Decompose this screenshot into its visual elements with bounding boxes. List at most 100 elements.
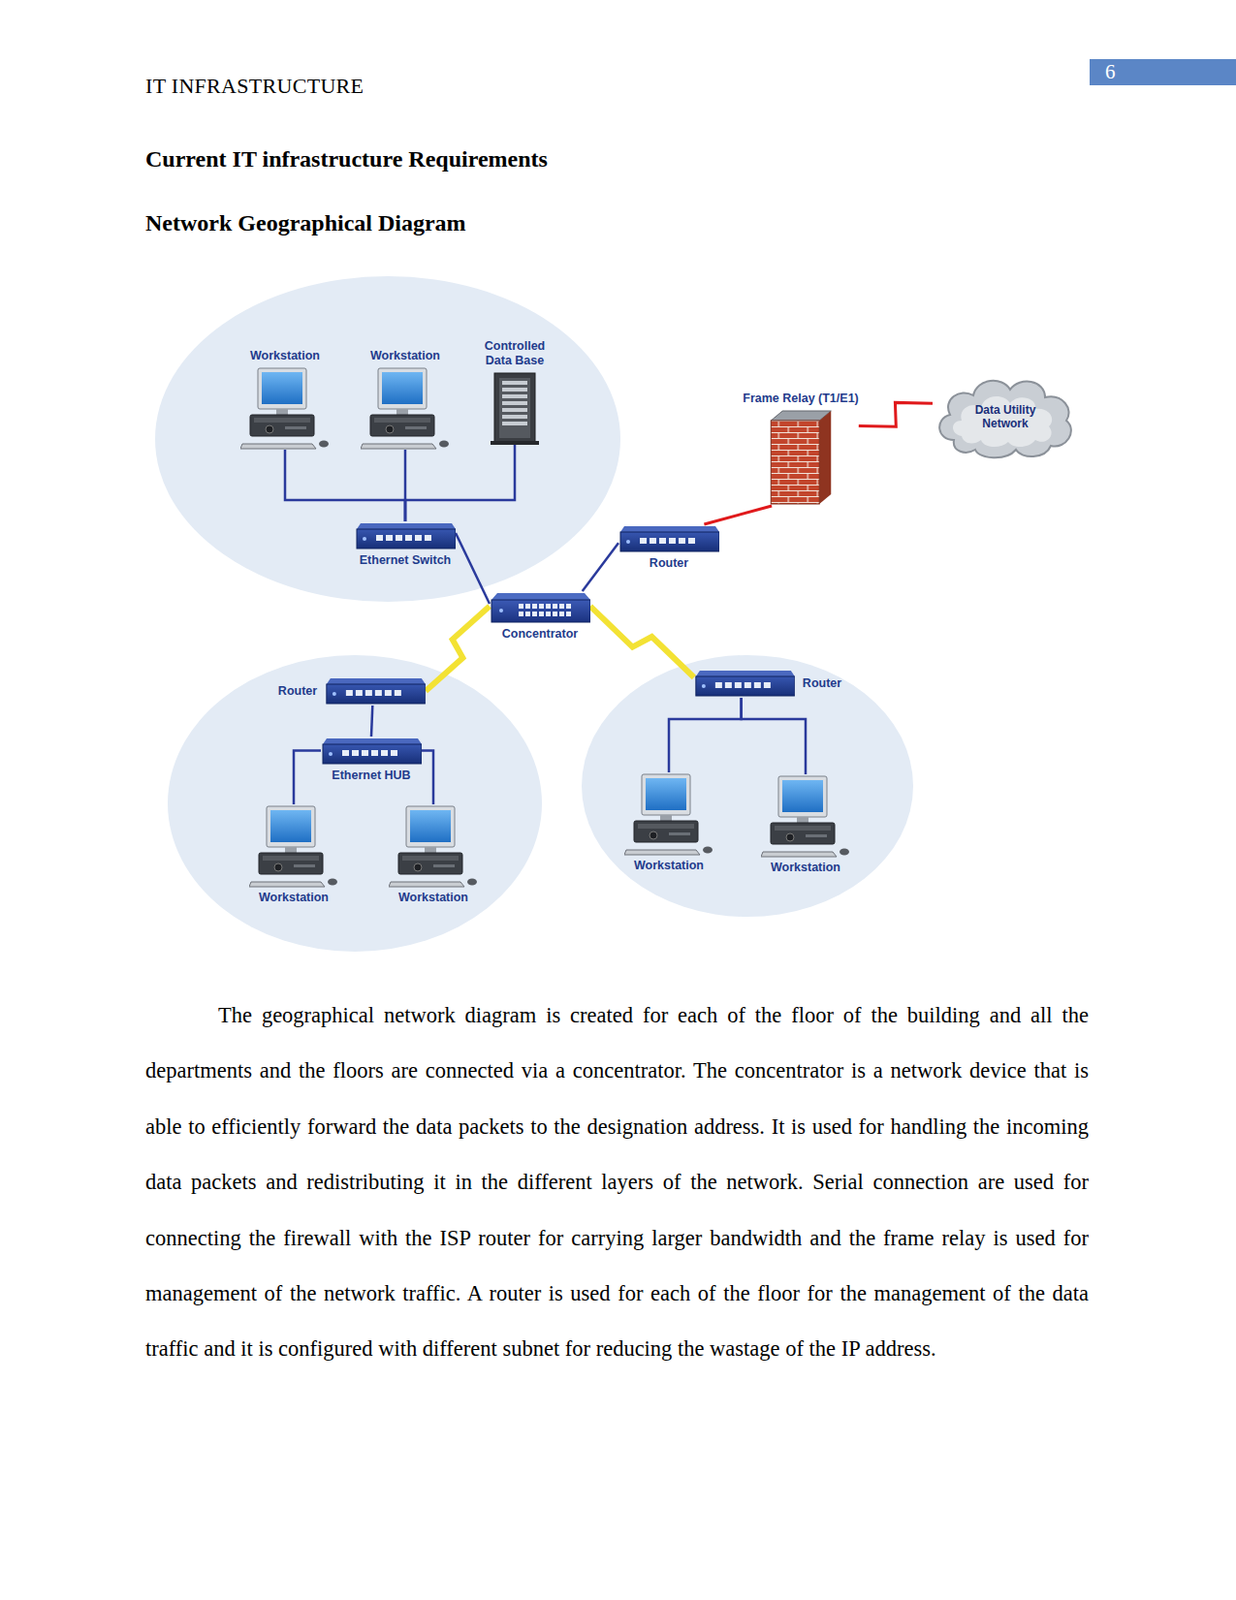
ws-icon: [274, 863, 283, 872]
dev-icon: [620, 532, 720, 552]
ws-icon: [839, 849, 850, 856]
ws-icon: [250, 414, 315, 437]
body-paragraph: The geographical network diagram is crea…: [145, 987, 1089, 1378]
subsection-heading: Network Geographical Diagram: [145, 210, 467, 237]
dev-icon: [696, 670, 795, 677]
device-label: Ethernet HUB: [331, 768, 411, 784]
conc-icon: [552, 611, 558, 617]
dev-icon: [620, 526, 720, 533]
fw-icon: [819, 411, 831, 505]
dev-icon: [668, 538, 676, 544]
dev-icon: [342, 750, 398, 757]
dev-icon: [328, 752, 333, 757]
conc-icon: [525, 611, 531, 617]
ws-icon: [439, 441, 449, 448]
conc-icon: [489, 591, 591, 625]
dev-icon: [659, 538, 666, 544]
wireless-link: [590, 606, 695, 678]
ws-icon: [360, 443, 437, 449]
ws-icon: [660, 815, 672, 822]
ws-icon: [285, 847, 297, 854]
conc-icon: [532, 611, 538, 617]
ws-icon: [265, 425, 274, 434]
dev-icon: [715, 682, 723, 689]
conc-icon: [525, 603, 531, 609]
dev-icon: [346, 690, 353, 697]
ws-icon: [360, 366, 450, 450]
floor-region: [581, 655, 914, 918]
device-node: Ethernet Switch: [354, 521, 456, 569]
device-node: Concentrator: [489, 591, 591, 642]
device-label: Data Utility Network: [965, 403, 1046, 431]
dev-icon: [715, 682, 771, 689]
dev-icon: [356, 523, 456, 530]
conc-icon: [532, 603, 538, 609]
ws-icon: [253, 417, 311, 423]
dev-icon: [424, 535, 432, 541]
device-label: Workstation: [770, 860, 841, 876]
ws-icon: [261, 372, 303, 405]
device-label: Router: [802, 676, 842, 692]
device-node: Frame Relay (T1/E1): [742, 391, 859, 507]
ws-icon: [641, 774, 691, 816]
ws-icon: [388, 804, 478, 888]
dev-icon: [688, 538, 696, 544]
dev-icon: [754, 682, 761, 689]
dev-icon: [375, 690, 382, 697]
dev-icon: [734, 682, 742, 689]
network-link: [405, 444, 515, 522]
device-node: Workstation: [249, 804, 339, 906]
ws-icon: [285, 426, 307, 430]
network-link: [285, 449, 406, 522]
dev-icon: [763, 682, 771, 689]
dev-icon: [678, 538, 686, 544]
dev-icon: [639, 538, 647, 544]
ws-icon: [249, 804, 339, 888]
device-node: Router: [278, 676, 426, 706]
dev-icon: [626, 539, 631, 544]
device-node: Workstation: [240, 348, 330, 450]
ws-icon: [405, 426, 427, 430]
device-label: Workstation: [398, 890, 469, 906]
device-label: Workstation: [250, 348, 320, 364]
dev-icon: [380, 750, 388, 757]
ws-icon: [424, 847, 437, 854]
conc-icon: [518, 603, 571, 617]
network-link: [741, 697, 806, 775]
network-link: [293, 750, 321, 805]
ws-icon: [262, 855, 319, 861]
dev-icon: [390, 750, 398, 757]
dev-icon: [395, 535, 403, 541]
floor-region: [155, 276, 621, 603]
ws-icon: [276, 409, 288, 415]
dev-icon: [649, 538, 657, 544]
ws-icon: [633, 821, 698, 843]
ws-icon: [778, 776, 827, 818]
ws-icon: [624, 772, 714, 856]
device-label: Controlled Data Base: [478, 339, 551, 369]
device-label: Workstation: [258, 890, 329, 906]
conc-icon: [499, 608, 504, 613]
ws-icon: [410, 810, 451, 843]
ws-icon: [770, 823, 835, 845]
ws-icon: [249, 882, 325, 888]
network-link: [703, 506, 772, 525]
network-link: [421, 750, 434, 805]
device-node: Workstation: [360, 348, 450, 450]
network-link: [371, 705, 373, 737]
ws-icon: [645, 778, 687, 811]
device-label: Frame Relay (T1/E1): [742, 391, 859, 407]
db-icon: [502, 380, 528, 426]
dev-icon: [342, 750, 349, 757]
ws-icon: [378, 368, 427, 410]
device-node: Ethernet HUB: [320, 736, 422, 784]
dev-icon: [354, 521, 456, 551]
ws-icon: [318, 441, 329, 448]
ws-icon: [649, 831, 658, 840]
conc-icon: [518, 603, 524, 609]
ws-icon: [624, 850, 700, 856]
ws-icon: [774, 825, 831, 831]
device-label: Ethernet Switch: [359, 553, 451, 569]
db-icon: [490, 441, 539, 445]
device-node: Workstation: [388, 804, 478, 906]
